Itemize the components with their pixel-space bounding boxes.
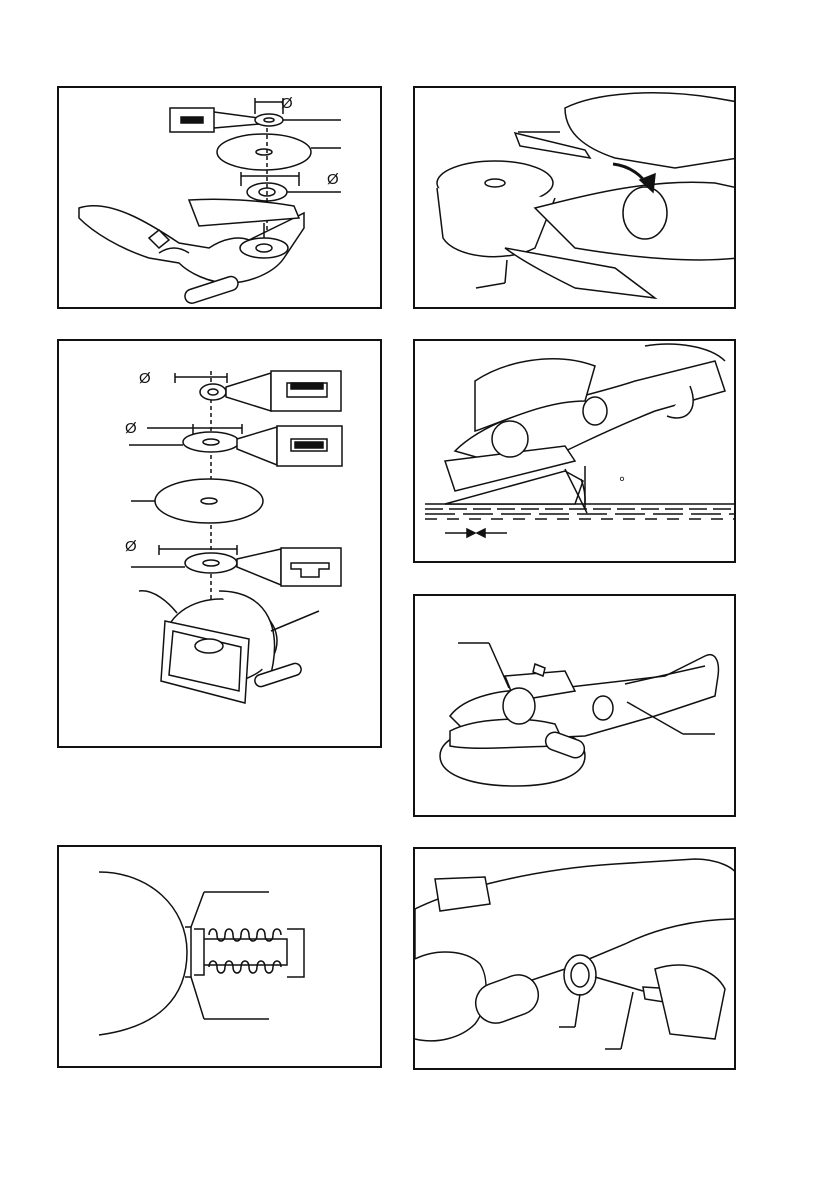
diameter-label-washer: Ø: [125, 420, 137, 437]
wrench-tightening-drawing: [415, 88, 736, 309]
figure-exploded-assembly: Ø Ø Ø: [57, 339, 382, 748]
grinding-angle-drawing: °: [415, 341, 736, 563]
figure-brush-cap-removal: [413, 847, 736, 1070]
carbon-brush-drawing: [59, 847, 382, 1068]
grinder-overview-drawing: [415, 596, 736, 817]
figure-grinding-angle: °: [413, 339, 736, 563]
figure-grinder-overview: [413, 594, 736, 817]
diameter-label-locknut: Ø: [139, 370, 151, 387]
diameter-label-top: Ø: [281, 95, 293, 112]
figure-wrench-tightening: [413, 86, 736, 309]
figure-carbon-brush: [57, 845, 382, 1068]
figure-wheel-assembly: Ø Ø: [57, 86, 382, 309]
diameter-label-flange: Ø: [125, 538, 137, 555]
angle-degree-mark: °: [619, 474, 625, 491]
wheel-assembly-drawing: Ø Ø: [59, 88, 382, 309]
diameter-label-flange: Ø: [327, 171, 339, 188]
brush-cap-removal-drawing: [415, 849, 736, 1070]
exploded-assembly-drawing: Ø Ø Ø: [59, 341, 382, 748]
